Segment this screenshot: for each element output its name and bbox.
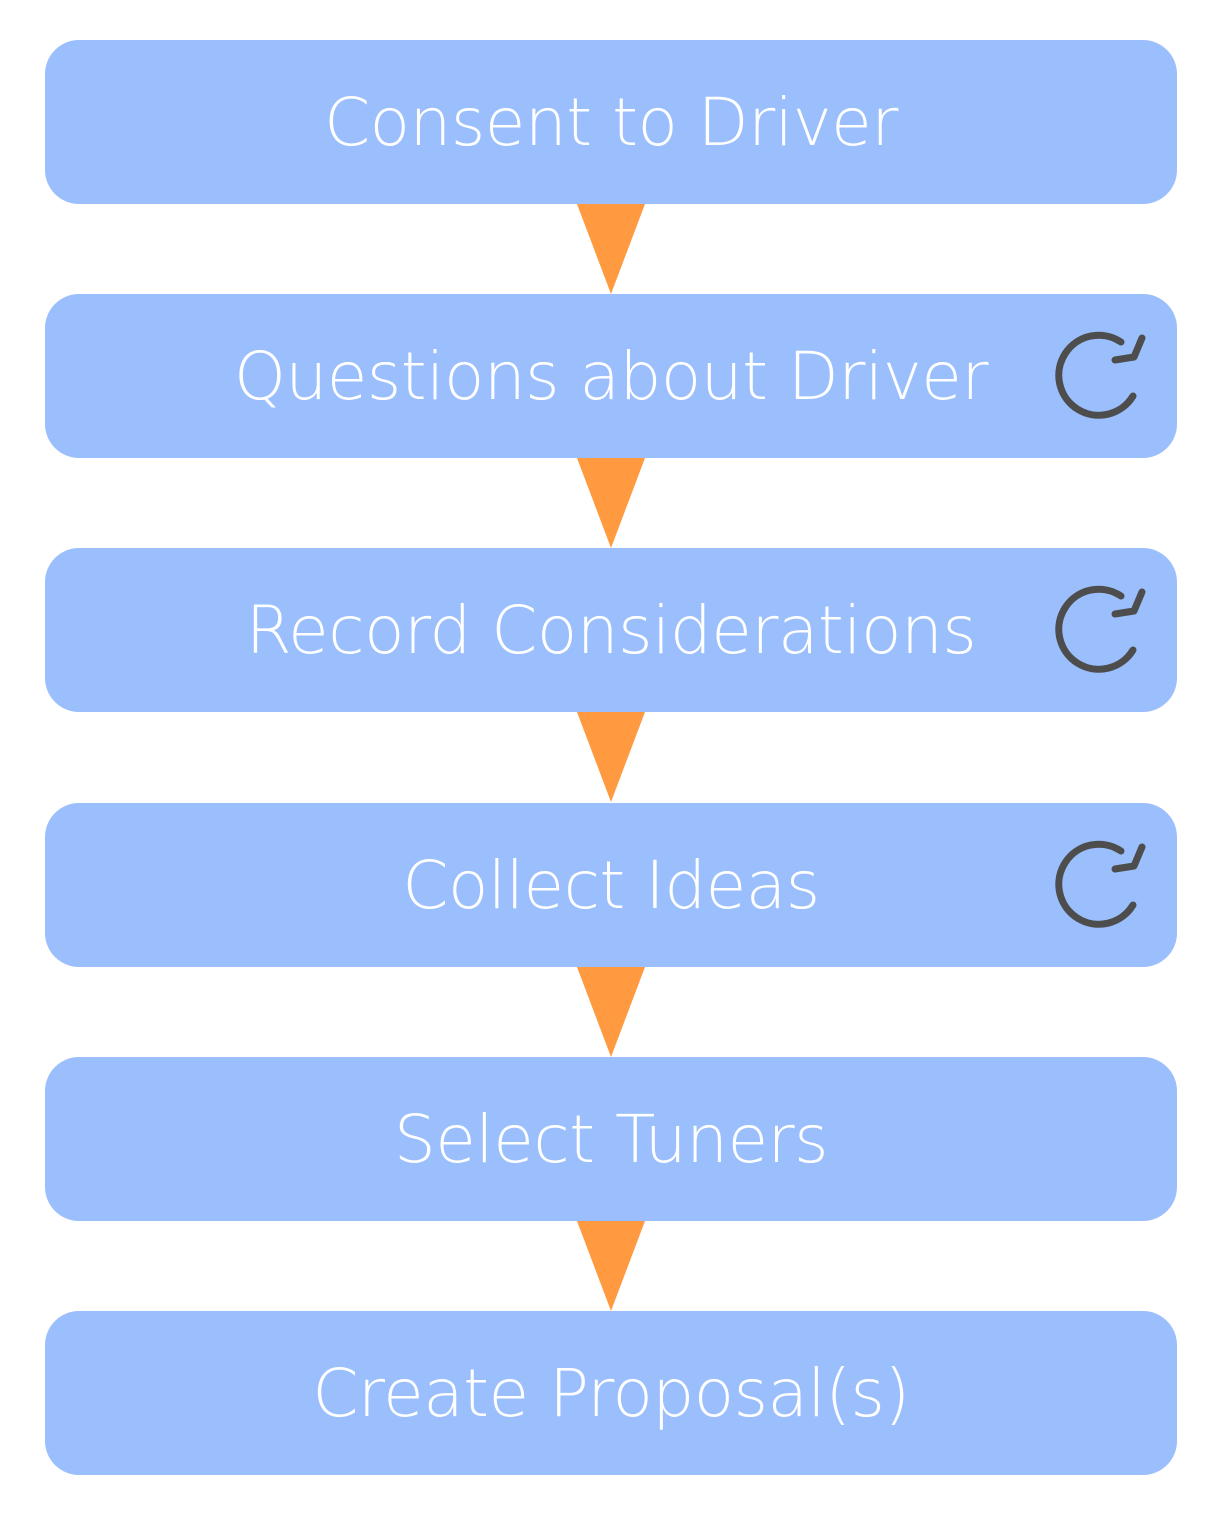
step-consent-to-driver: Consent to Driver [45, 40, 1177, 204]
step-create-proposals: Create Proposal(s) [45, 1311, 1177, 1475]
loop-icon [1055, 585, 1146, 673]
arrow-down-icon [577, 204, 645, 294]
arrow-down-icon [577, 1221, 645, 1311]
arrow-down-icon [577, 458, 645, 548]
step-collect-ideas: Collect Ideas [45, 803, 1177, 967]
step-label: Collect Ideas [402, 846, 820, 924]
arrow-down-icon [577, 967, 645, 1057]
step-label: Questions about Driver [233, 337, 989, 415]
loop-icon [1055, 331, 1146, 419]
step-questions-about-driver: Questions about Driver [45, 294, 1177, 458]
arrow-down-icon [577, 712, 645, 802]
step-record-considerations: Record Considerations [45, 548, 1177, 712]
step-label: Select Tuners [393, 1100, 829, 1178]
loop-icon [1055, 840, 1146, 928]
step-select-tuners: Select Tuners [45, 1057, 1177, 1221]
step-label: Create Proposal(s) [312, 1354, 910, 1432]
step-label: Consent to Driver [324, 83, 898, 161]
step-label: Record Considerations [245, 591, 977, 669]
